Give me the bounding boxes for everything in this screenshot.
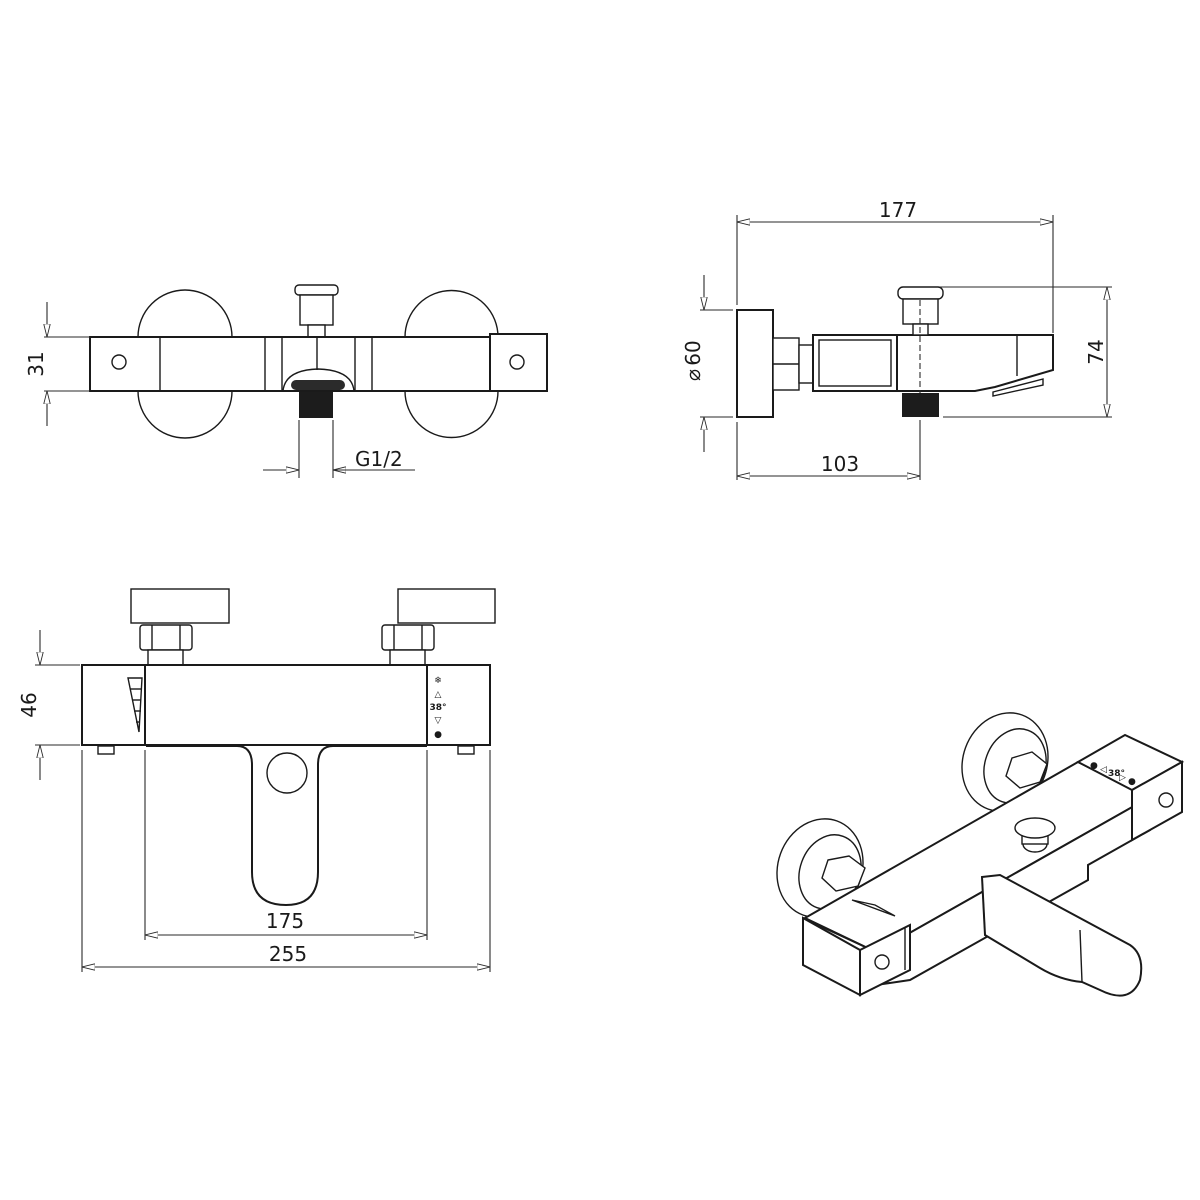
hot-symbol-icon: ● bbox=[434, 730, 442, 740]
dim-outlet-distance: 103 bbox=[821, 452, 859, 476]
diverter-knob-cap bbox=[294, 284, 339, 296]
diverter-knob-stem bbox=[307, 324, 326, 338]
side-view: 177 ⌀ 60 74 103 bbox=[681, 198, 1112, 480]
iso-left-arrow-icon: ◁ bbox=[1100, 765, 1107, 775]
right-hex-nut bbox=[381, 624, 435, 666]
dim-flange-diameter: 60 bbox=[681, 340, 705, 365]
iso-flow-wedge bbox=[851, 899, 896, 917]
outlet-thread bbox=[299, 392, 333, 418]
front-view: ❄ △ 38° ▽ ● 46 175 255 bbox=[17, 588, 496, 972]
body-top-outline bbox=[89, 336, 491, 392]
dim-body-depth: 31 bbox=[24, 351, 48, 376]
diverter-knob-side bbox=[897, 286, 944, 300]
temp-up-arrow-icon: △ bbox=[435, 690, 442, 700]
left-cover-screw bbox=[111, 354, 127, 370]
iso-hot-symbol-icon: ● bbox=[1090, 761, 1098, 771]
diverter-knob-front bbox=[266, 752, 308, 794]
top-view: 31 G1/2 bbox=[24, 284, 548, 478]
left-wall-flange bbox=[130, 588, 230, 624]
outlet-thread-side bbox=[902, 393, 939, 417]
dim-outlet-thread: G1/2 bbox=[355, 447, 403, 471]
spout-side bbox=[896, 334, 1054, 392]
iso-spout bbox=[980, 873, 1143, 997]
outlet-aerator-rim bbox=[282, 368, 355, 392]
diverter-knob-body bbox=[299, 294, 334, 326]
iso-back-nut bbox=[1005, 751, 1048, 789]
right-wall-flange bbox=[397, 588, 496, 624]
dim-overall-width: 255 bbox=[269, 942, 307, 966]
right-end-cap bbox=[489, 333, 548, 392]
isometric-view: ● ◁ 38° ▷ ● bbox=[776, 712, 1185, 997]
right-flange-bottom-arc bbox=[404, 390, 499, 439]
left-flange-top-arc bbox=[137, 289, 233, 338]
dim-body-height: 46 bbox=[17, 692, 41, 717]
temperature-scale: ❄ △ 38° ▽ ● bbox=[429, 676, 446, 740]
iso-set-point-label: 38° bbox=[1108, 769, 1125, 779]
dim-overall-height: 74 bbox=[1084, 339, 1108, 364]
temp-down-arrow-icon: ▽ bbox=[435, 716, 442, 726]
iso-diverter-knob bbox=[1014, 817, 1056, 839]
diameter-symbol: ⌀ bbox=[681, 369, 705, 381]
connector bbox=[798, 344, 814, 384]
set-point-label: 38° bbox=[429, 703, 446, 713]
iso-front-nut bbox=[821, 855, 866, 892]
right-cover-screw bbox=[509, 354, 525, 370]
iso-cold-symbol-icon: ● bbox=[1128, 777, 1136, 787]
spout-aerator bbox=[992, 378, 1044, 397]
iso-right-arrow-icon: ▷ bbox=[1119, 773, 1126, 783]
dim-overall-projection: 177 bbox=[879, 198, 917, 222]
right-flange-top-arc bbox=[404, 289, 499, 338]
dim-inlet-centers: 175 bbox=[266, 909, 304, 933]
spout-front bbox=[236, 745, 334, 907]
left-flange-bottom-arc bbox=[137, 390, 233, 439]
cold-snowflake-icon: ❄ bbox=[434, 676, 442, 686]
flow-scale-wedge bbox=[127, 677, 143, 733]
left-hex-nut bbox=[139, 624, 193, 666]
mixer-body-front bbox=[81, 664, 491, 746]
wall-flange bbox=[736, 309, 774, 418]
aerator-mesh bbox=[291, 380, 345, 390]
